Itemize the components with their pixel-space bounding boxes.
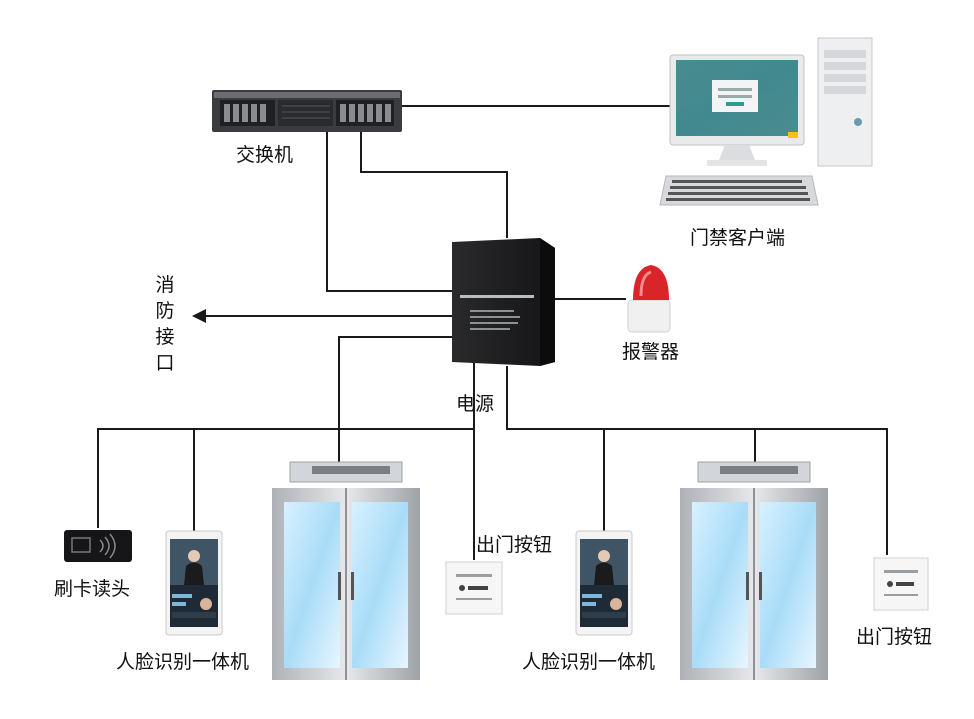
label-exit-button-left: 出门按钮	[476, 534, 553, 556]
label-power: 电源	[456, 393, 495, 415]
exit-button-left	[445, 561, 503, 615]
label-alarm: 报警器	[622, 341, 680, 363]
label-face-terminal-right: 人脸识别一体机	[522, 651, 656, 673]
label-switch: 交换机	[236, 144, 294, 166]
right-glass-door	[680, 461, 828, 680]
face-terminal-right	[575, 530, 633, 636]
label-exit-button-right: 出门按钮	[856, 626, 933, 648]
face-terminal-left	[165, 530, 223, 636]
exit-button-right	[873, 557, 929, 611]
label-client: 门禁客户端	[690, 227, 786, 249]
connection-lines	[97, 105, 888, 560]
label-face-terminal-left: 人脸识别一体机	[116, 651, 250, 673]
arrow-head-icon	[192, 309, 206, 323]
power-supply-box	[452, 238, 555, 366]
alarm-siren	[627, 265, 671, 333]
left-glass-door	[272, 461, 420, 680]
client-computer	[659, 37, 873, 206]
label-card-reader: 刷卡读头	[54, 578, 131, 600]
network-switch	[212, 90, 402, 132]
card-reader	[64, 530, 132, 562]
label-fire-interface: 消防接口	[155, 274, 175, 374]
